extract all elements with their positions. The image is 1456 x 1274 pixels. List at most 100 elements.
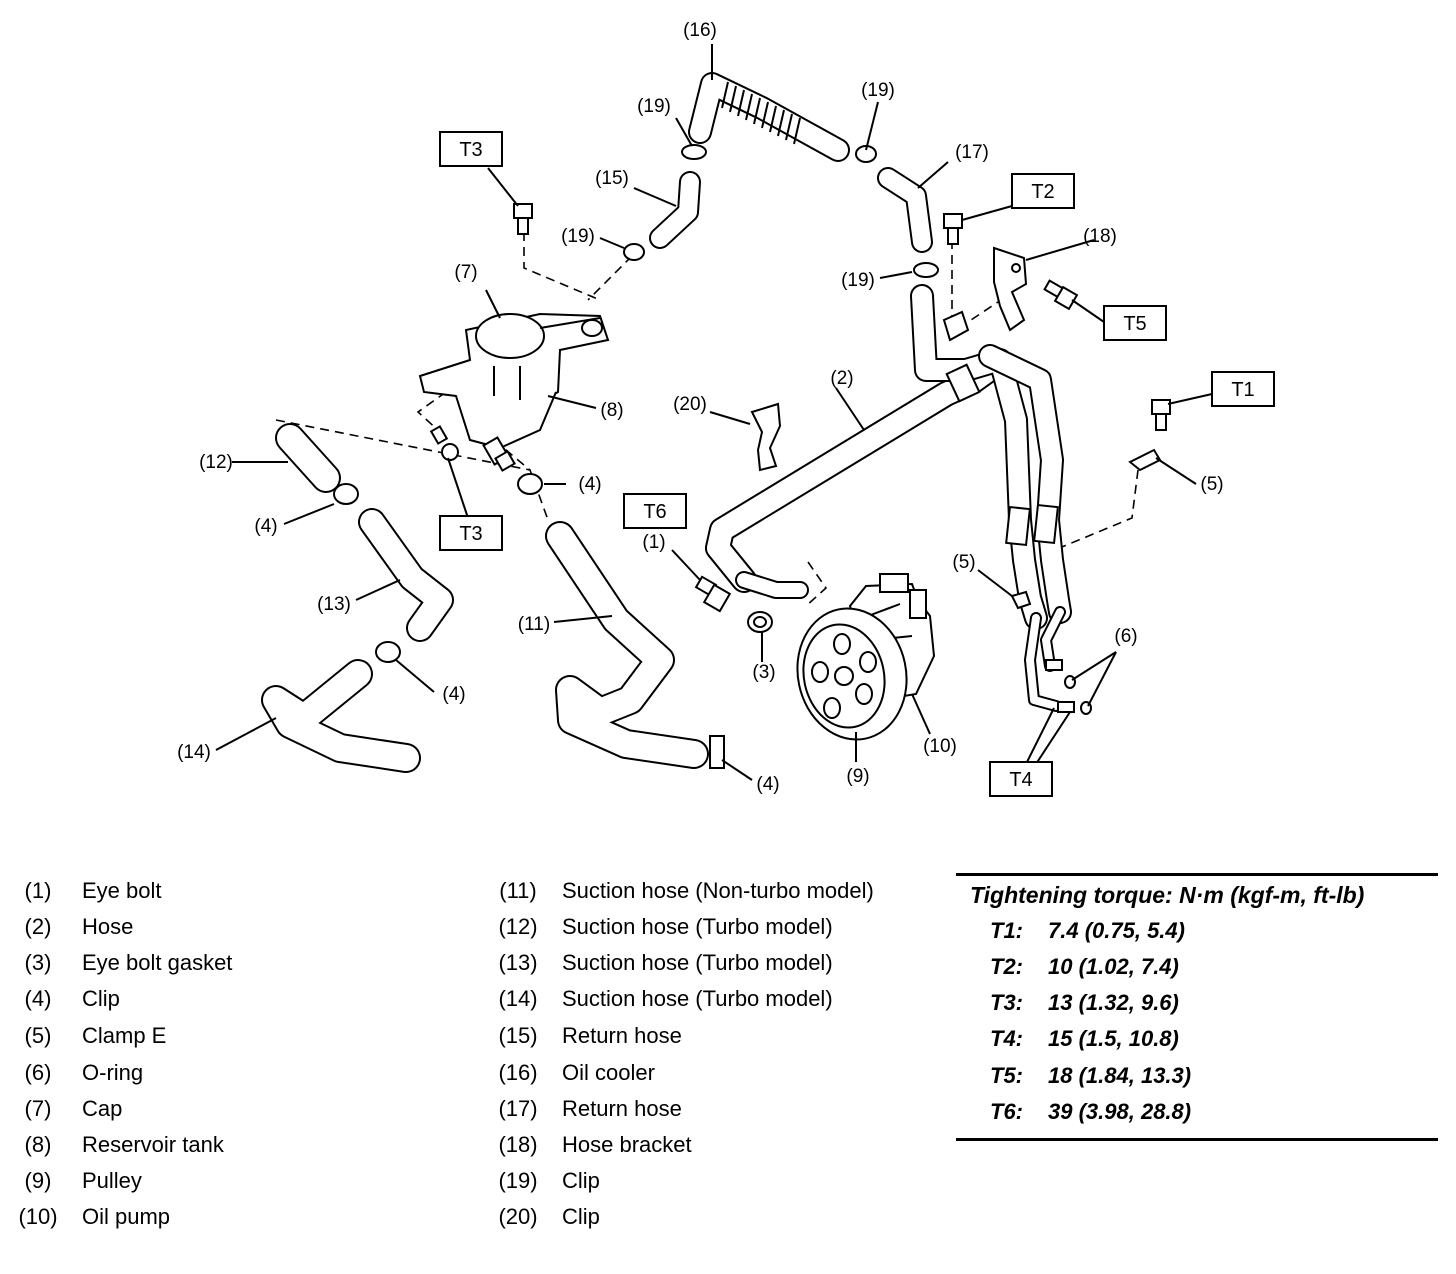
- svg-text:T3: T3: [459, 139, 482, 161]
- legend-name: Suction hose (Non-turbo model): [562, 878, 874, 903]
- torque-box-t6: T6: [623, 493, 687, 529]
- legend-num: (15): [498, 1023, 538, 1048]
- legend-name: Pulley: [82, 1168, 142, 1193]
- parts-legend-right: (11)Suction hose (Non-turbo model) (12)S…: [488, 878, 948, 1238]
- bolt-t3-reservoir: [513, 203, 533, 235]
- torque-box-t5: T5: [1103, 305, 1167, 341]
- svg-text:T3: T3: [459, 523, 482, 545]
- torque-code-boxes: T3 T2 T5 T1 T6 T3 T4: [439, 131, 1275, 797]
- callout-9: (9): [846, 766, 869, 787]
- torque-box-t1: T1: [1211, 371, 1275, 407]
- callout-19-c: (19): [861, 80, 895, 101]
- legend-name: Hose bracket: [562, 1132, 692, 1157]
- legend-num: (5): [24, 1023, 52, 1048]
- reservoir-tank: [418, 312, 610, 472]
- svg-text:T5: T5: [1123, 313, 1146, 335]
- torque-box-t3-top: T3: [439, 131, 503, 167]
- legend-num: (14): [498, 986, 538, 1011]
- hose-bracket: [942, 246, 1028, 342]
- clip-19-b: [623, 243, 645, 261]
- callout-15: (15): [595, 168, 629, 189]
- legend-num: (18): [498, 1132, 538, 1157]
- legend-num: (11): [499, 878, 537, 903]
- legend-name: Clamp E: [82, 1023, 167, 1048]
- pipe-assembly: [910, 284, 1072, 712]
- power-steering-exploded-diagram: (16) (19) (19) (17) (15) (19) (19) (18) …: [177, 20, 1275, 797]
- legend-name: Suction hose (Turbo model): [562, 914, 833, 939]
- torque-code: T3:: [990, 990, 1023, 1015]
- callout-1: (1): [642, 532, 665, 553]
- torque-value: 18 (1.84, 13.3): [1048, 1063, 1192, 1088]
- legend-name: Reservoir tank: [82, 1132, 224, 1157]
- legend-num: (9): [24, 1168, 52, 1193]
- torque-value: 15 (1.5, 10.8): [1048, 1026, 1179, 1051]
- eye-bolt: [694, 575, 732, 613]
- legend-name: Clip: [562, 1204, 600, 1229]
- legend-num: (1): [24, 878, 52, 903]
- callout-14: (14): [177, 742, 211, 763]
- callout-7: (7): [454, 262, 477, 283]
- torque-code: T4:: [990, 1026, 1023, 1051]
- hose-12-suction-turbo: [275, 423, 341, 493]
- legend-name: Cap: [82, 1096, 123, 1121]
- hose-14-suction-turbo: [261, 659, 421, 773]
- bolt-t5: [1043, 279, 1079, 311]
- legend-name: Eye bolt gasket: [82, 950, 233, 975]
- tightening-torque-table: Tightening torque: N·m (kgf-m, ft-lb) T1…: [956, 873, 1438, 1141]
- callout-5-b: (5): [952, 552, 975, 573]
- legend-num: (16): [498, 1060, 538, 1085]
- callout-19-d: (19): [841, 270, 875, 291]
- eye-bolt-gasket: [747, 611, 773, 633]
- callout-4-c: (4): [442, 684, 465, 705]
- callout-8: (8): [600, 400, 623, 421]
- hose-17-return: [877, 167, 933, 253]
- parts-legend-left: (1)Eye bolt (2)Hose (3)Eye bolt gasket (…: [8, 878, 428, 1238]
- callout-11: (11): [518, 614, 550, 635]
- legend-num: (4): [24, 986, 52, 1011]
- callout-19-a: (19): [637, 96, 671, 117]
- legend-name: Suction hose (Turbo model): [562, 986, 833, 1011]
- svg-text:T1: T1: [1231, 379, 1254, 401]
- legend-num: (13): [498, 950, 538, 975]
- hose-16-oil-cooler: [688, 72, 850, 162]
- callout-18: (18): [1083, 226, 1117, 247]
- legend-num: (7): [24, 1096, 52, 1121]
- legend-name: Return hose: [562, 1023, 682, 1048]
- clip-4-c: [375, 641, 401, 663]
- leader-lines: [215, 44, 1213, 781]
- hose-15-return: [649, 171, 701, 249]
- torque-value: 39 (3.98, 28.8): [1048, 1099, 1192, 1124]
- pulley: [796, 607, 908, 741]
- clip-4-d: [709, 735, 725, 769]
- callout-20: (20): [673, 394, 707, 415]
- clamp-e-b: [1010, 590, 1032, 610]
- callout-4-b: (4): [578, 474, 601, 495]
- torque-code: T6:: [990, 1099, 1023, 1124]
- svg-text:T4: T4: [1009, 769, 1032, 791]
- hose-11-suction-non-turbo: [545, 521, 709, 769]
- legend-num: (10): [18, 1204, 58, 1229]
- torque-code: T2:: [990, 954, 1023, 979]
- clip-19-a: [681, 144, 707, 160]
- torque-code: T5:: [990, 1063, 1023, 1088]
- clip-4-b: [517, 473, 543, 495]
- torque-value: 10 (1.02, 7.4): [1048, 954, 1179, 979]
- torque-box-t2: T2: [1011, 173, 1075, 209]
- legend-name: Return hose: [562, 1096, 682, 1121]
- hose-13-suction-turbo: [358, 508, 454, 642]
- legend-num: (6): [24, 1060, 52, 1085]
- legend-name: Oil pump: [82, 1204, 171, 1229]
- legend-name: Hose: [82, 914, 134, 939]
- callout-5-a: (5): [1200, 474, 1223, 495]
- svg-text:T6: T6: [643, 501, 666, 523]
- callout-16: (16): [683, 20, 717, 41]
- clip-4-a: [333, 483, 359, 505]
- clip-19-d: [913, 262, 939, 278]
- bolt-t2: [943, 213, 963, 245]
- legend-num: (19): [498, 1168, 538, 1193]
- torque-code: T1:: [990, 918, 1023, 943]
- callout-4-d: (4): [756, 774, 779, 795]
- callout-4-a: (4): [254, 516, 277, 537]
- legend-name: Clip: [562, 1168, 600, 1193]
- legend-name: Eye bolt: [82, 878, 162, 903]
